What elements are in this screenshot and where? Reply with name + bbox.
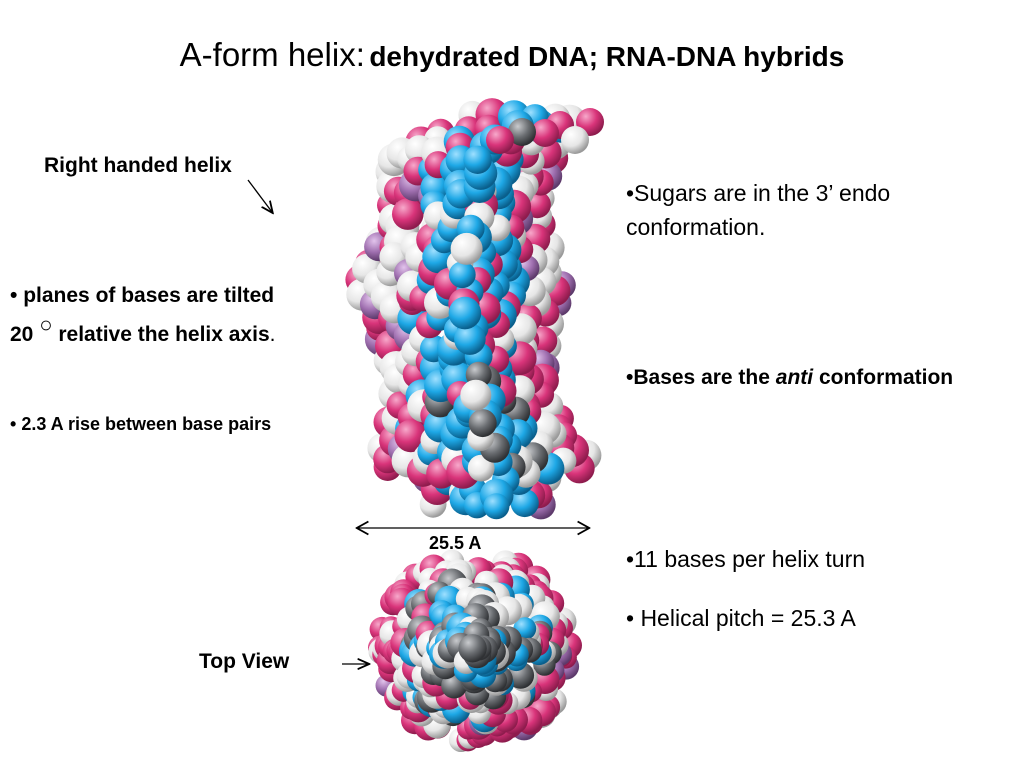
tilt-line2: relative the helix axis [58,323,270,346]
rise-note: • 2.3 A rise between base pairs [10,414,271,435]
atom-sphere [510,488,539,518]
atom-sphere [454,323,486,355]
right-handed-arrow [247,179,272,212]
tilt-line1: planes of bases are tilted [23,284,275,307]
title-sub: dehydrated DNA; RNA-DNA hybrids [369,41,845,72]
atom-sphere [468,409,497,438]
atom-sphere [450,232,483,265]
tilt-note: • planes of bases are tilted 20 ○ relati… [10,277,275,354]
top-view-label: Top View [199,650,290,673]
bases-per-turn-note: •11 bases per helix turn [626,546,866,572]
rise-bullet: • [10,414,17,434]
width-label: 25.5 A [429,533,482,553]
right-handed-label: Right handed helix [44,154,232,177]
sugars-note: •Sugars are in the 3’ endo conformation. [626,180,891,240]
degree-symbol: ○ [39,312,53,337]
tilt-bullet: • [10,284,18,307]
atom-sphere [531,119,559,147]
side-view-helix [345,98,604,520]
atom-sphere [448,296,482,330]
atom-sphere [458,634,487,663]
pitch-note: • Helical pitch = 25.3 A [626,605,856,631]
page-title: A-form helix: dehydrated DNA; RNA-DNA hy… [0,36,1024,74]
tilt-period: . [269,323,276,346]
top-view-helix [368,549,582,752]
atom-sphere [448,261,476,289]
atom-sphere [467,454,495,482]
bases-suffix: conformation [813,366,954,389]
bases-anti: anti [775,366,814,389]
atom-sphere [486,126,514,154]
rise-text: 2.3 A rise between base pairs [21,414,272,434]
bases-prefix: •Bases are the [626,366,776,389]
atom-sphere [508,118,536,146]
atom-sphere [561,126,589,154]
atom-sphere [483,493,510,520]
atom-sphere [460,379,492,411]
tilt-number: 20 [10,323,34,346]
title-main: A-form helix: [179,36,365,73]
atom-sphere [392,198,424,230]
atom-sphere [394,419,428,453]
atom-sphere [463,145,492,174]
bases-note: •Bases are the anti conformation [626,366,953,390]
